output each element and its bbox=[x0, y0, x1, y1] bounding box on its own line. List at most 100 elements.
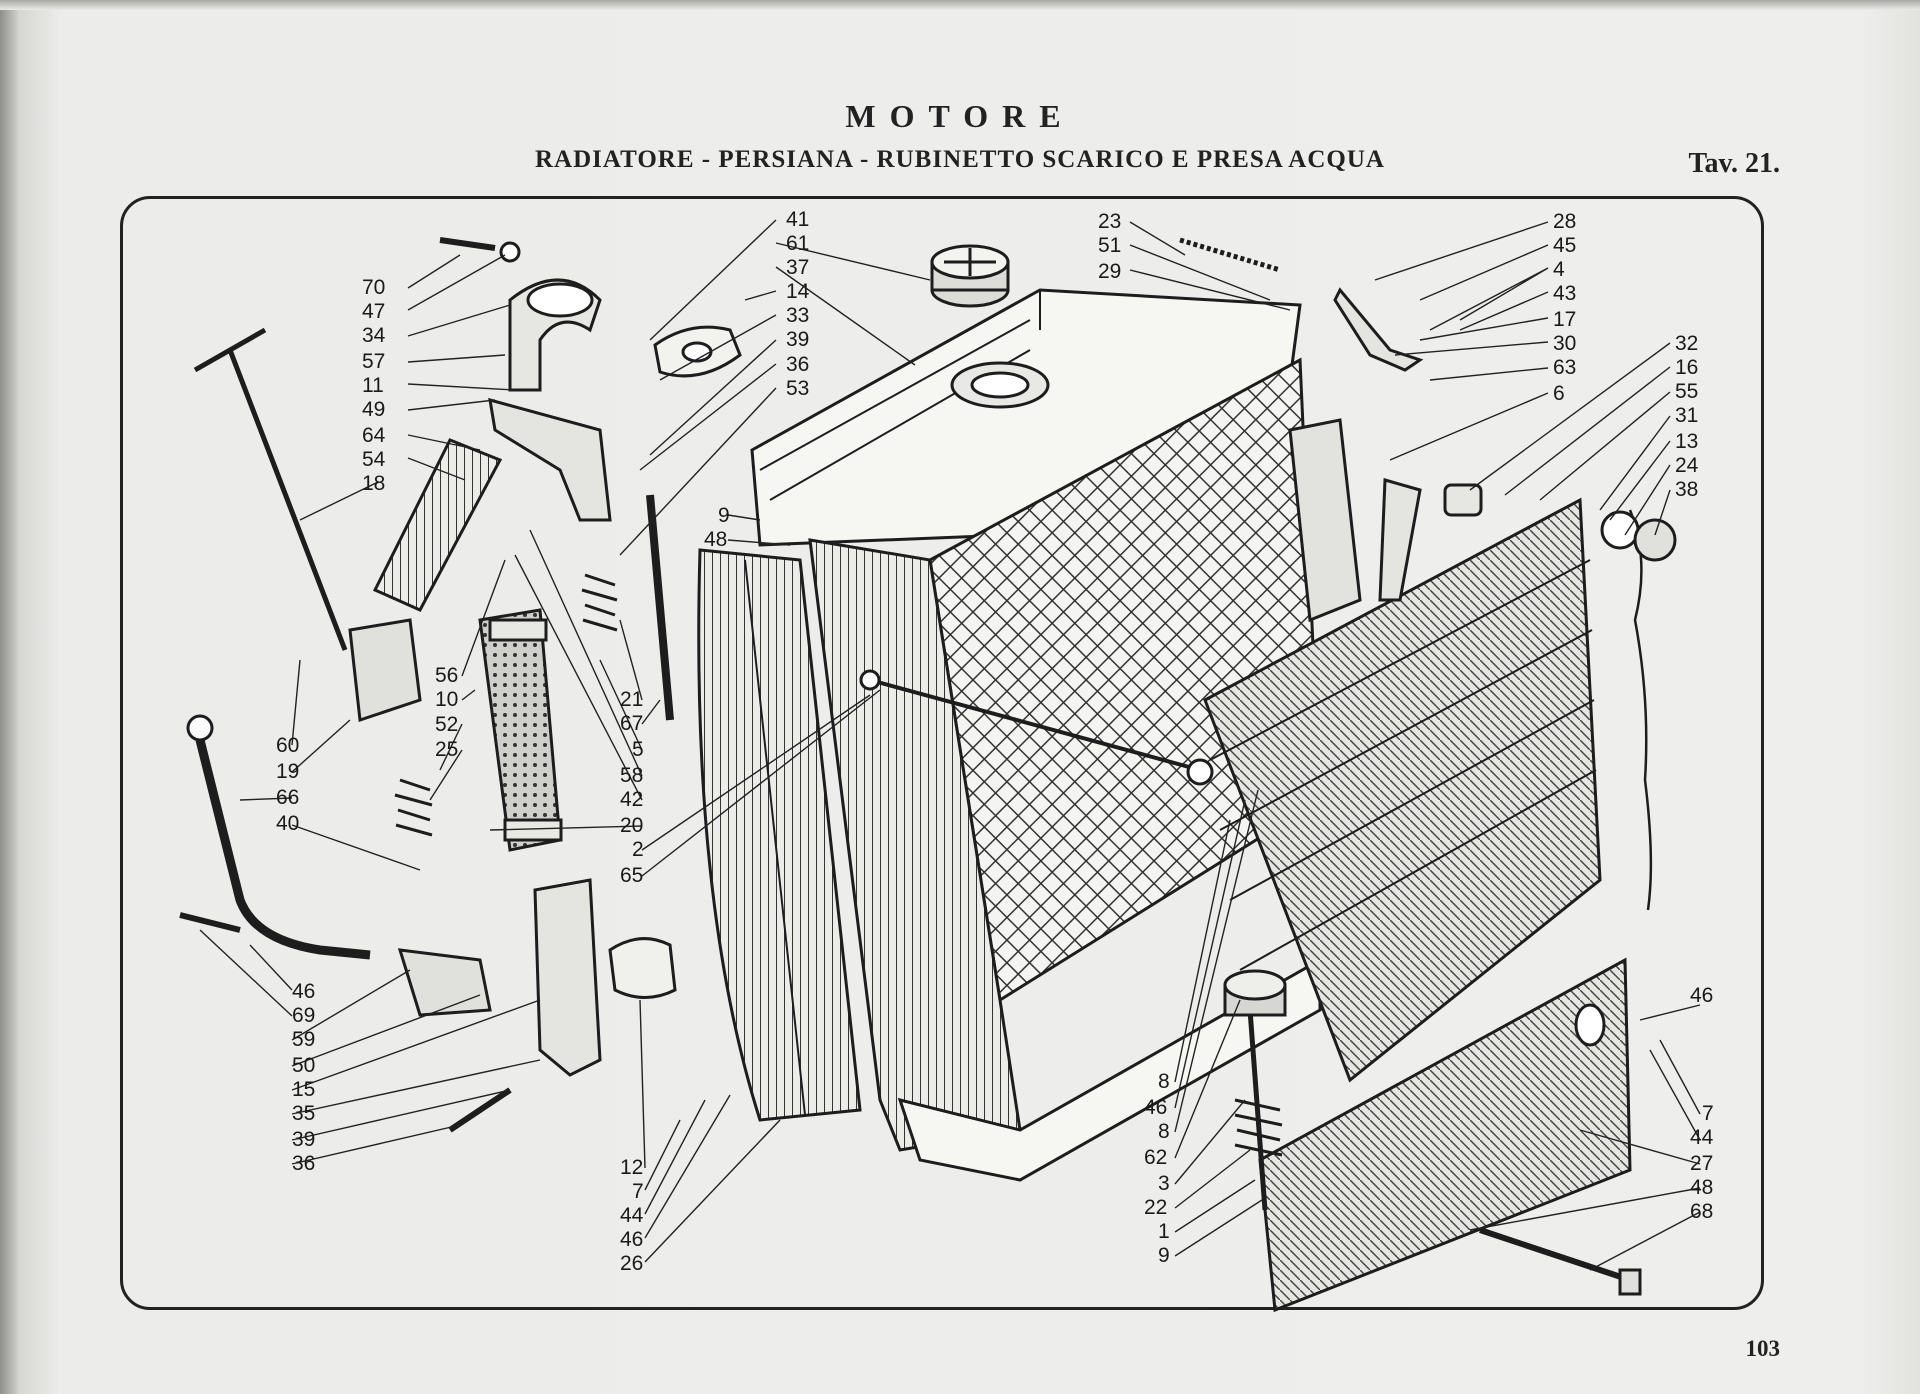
callout-36-lower: 36 bbox=[292, 1152, 315, 1175]
callout-4: 4 bbox=[1553, 258, 1565, 281]
bolt-lower-mid bbox=[448, 1087, 512, 1133]
cover-plate-hole bbox=[1574, 1003, 1606, 1047]
callout-66: 66 bbox=[276, 786, 299, 809]
long-spring-rod bbox=[646, 494, 674, 721]
rubber-hose bbox=[478, 608, 562, 852]
drain-t-handle-rod bbox=[193, 327, 348, 651]
callout-58: 58 bbox=[620, 764, 643, 787]
cover-bolt bbox=[1479, 1227, 1631, 1283]
callout-32: 32 bbox=[1675, 332, 1698, 355]
callout-38: 38 bbox=[1675, 478, 1698, 501]
callout-43: 43 bbox=[1553, 282, 1576, 305]
lower-coupling bbox=[348, 618, 422, 723]
adjuster-spring bbox=[1234, 1098, 1283, 1157]
callout-19: 19 bbox=[276, 760, 299, 783]
callout-33: 33 bbox=[786, 304, 809, 327]
callout-17: 17 bbox=[1553, 308, 1576, 331]
callout-46-right: 46 bbox=[1690, 984, 1713, 1007]
callout-65: 65 bbox=[620, 864, 643, 887]
callout-45: 45 bbox=[1553, 234, 1576, 257]
callout-42: 42 bbox=[620, 788, 643, 811]
callout-46-lower: 46 bbox=[620, 1228, 643, 1251]
leader-lines bbox=[199, 219, 1701, 1271]
pivot-block bbox=[1443, 483, 1483, 517]
radiator-cap bbox=[930, 244, 1010, 308]
callout-15: 15 bbox=[292, 1078, 315, 1101]
callout-39-lower: 39 bbox=[292, 1128, 315, 1151]
callout-48-right: 48 bbox=[1690, 1176, 1713, 1199]
callout-56: 56 bbox=[435, 664, 458, 687]
radiator-assembly bbox=[750, 244, 1362, 1182]
section-title: MOTORE bbox=[845, 98, 1075, 134]
drain-tap bbox=[488, 397, 612, 522]
callout-44: 44 bbox=[620, 1204, 644, 1227]
callout-48: 48 bbox=[704, 528, 727, 551]
corrugated-sleeve bbox=[372, 438, 503, 612]
section-subtitle: RADIATORE - PERSIANA - RUBINETTO SCARICO… bbox=[535, 146, 1385, 173]
callout-51: 51 bbox=[1098, 234, 1121, 257]
collar-nut bbox=[1633, 518, 1677, 562]
spring-left bbox=[394, 778, 433, 837]
tie-rod bbox=[869, 678, 1201, 772]
callout-41: 41 bbox=[786, 208, 809, 231]
callout-26: 26 bbox=[620, 1252, 643, 1275]
callout-29: 29 bbox=[1098, 260, 1121, 283]
callout-11: 11 bbox=[362, 374, 384, 397]
callout-31: 31 bbox=[1675, 404, 1698, 427]
callout-35: 35 bbox=[292, 1102, 315, 1125]
callout-30: 30 bbox=[1553, 332, 1576, 355]
callout-63: 63 bbox=[1553, 356, 1576, 379]
radiator-shutter bbox=[697, 497, 1653, 1122]
callout-54: 54 bbox=[362, 448, 386, 471]
shutter-control-rod bbox=[1628, 509, 1653, 911]
table-reference: Tav. 21. bbox=[1688, 148, 1780, 179]
callout-52: 52 bbox=[435, 713, 458, 736]
collar-ring bbox=[1600, 510, 1640, 550]
callout-1: 1 bbox=[1158, 1220, 1170, 1243]
lower-cover-plate bbox=[1258, 957, 1642, 1313]
callout-46: 46 bbox=[292, 980, 315, 1003]
lower-tap-body bbox=[397, 948, 492, 1017]
callout-3: 3 bbox=[1158, 1172, 1170, 1195]
callout-55: 55 bbox=[1675, 380, 1698, 403]
callout-18: 18 bbox=[362, 472, 385, 495]
callout-12: 12 bbox=[620, 1156, 643, 1179]
callout-62: 62 bbox=[1144, 1146, 1167, 1169]
callout-6: 6 bbox=[1553, 382, 1565, 405]
adjusting-screw bbox=[1247, 1009, 1268, 1211]
callout-36: 36 bbox=[786, 353, 809, 376]
callout-24: 24 bbox=[1675, 454, 1699, 477]
diagram-frame bbox=[120, 196, 1764, 1310]
radiator-right-bracket bbox=[1288, 418, 1362, 623]
lower-flange bbox=[608, 937, 677, 999]
shutter-lever bbox=[1378, 478, 1422, 602]
drain-and-intake-parts bbox=[179, 237, 1677, 1211]
callout-70: 70 bbox=[362, 276, 385, 299]
radiator-bottom-tank bbox=[897, 957, 1322, 1182]
callout-68: 68 bbox=[1690, 1200, 1713, 1223]
book-spine-shadow bbox=[0, 0, 18, 1394]
callout-46-center: 46 bbox=[1144, 1096, 1167, 1119]
callout-8: 8 bbox=[1158, 1070, 1170, 1093]
callout-64: 64 bbox=[362, 424, 386, 447]
callout-9: 9 bbox=[718, 504, 730, 527]
callout-22: 22 bbox=[1144, 1196, 1167, 1219]
callout-27: 27 bbox=[1690, 1152, 1713, 1175]
callout-labels: 41 61 37 14 33 39 36 53 70 47 34 57 11 4… bbox=[276, 208, 1714, 1275]
callout-37: 37 bbox=[786, 256, 809, 279]
callout-20: 20 bbox=[620, 814, 643, 837]
bolt-top bbox=[439, 237, 496, 251]
bolt-lower-left bbox=[179, 912, 241, 933]
callout-50: 50 bbox=[292, 1054, 315, 1077]
callout-25: 25 bbox=[435, 738, 458, 761]
spring-mid bbox=[581, 573, 618, 632]
callout-61: 61 bbox=[786, 232, 809, 255]
callout-14: 14 bbox=[786, 280, 810, 303]
shutter-link-arm bbox=[1333, 287, 1424, 372]
callout-9-lower: 9 bbox=[1158, 1244, 1170, 1267]
callout-59: 59 bbox=[292, 1028, 315, 1051]
callout-53: 53 bbox=[786, 377, 809, 400]
page-top-edge bbox=[0, 0, 1920, 10]
